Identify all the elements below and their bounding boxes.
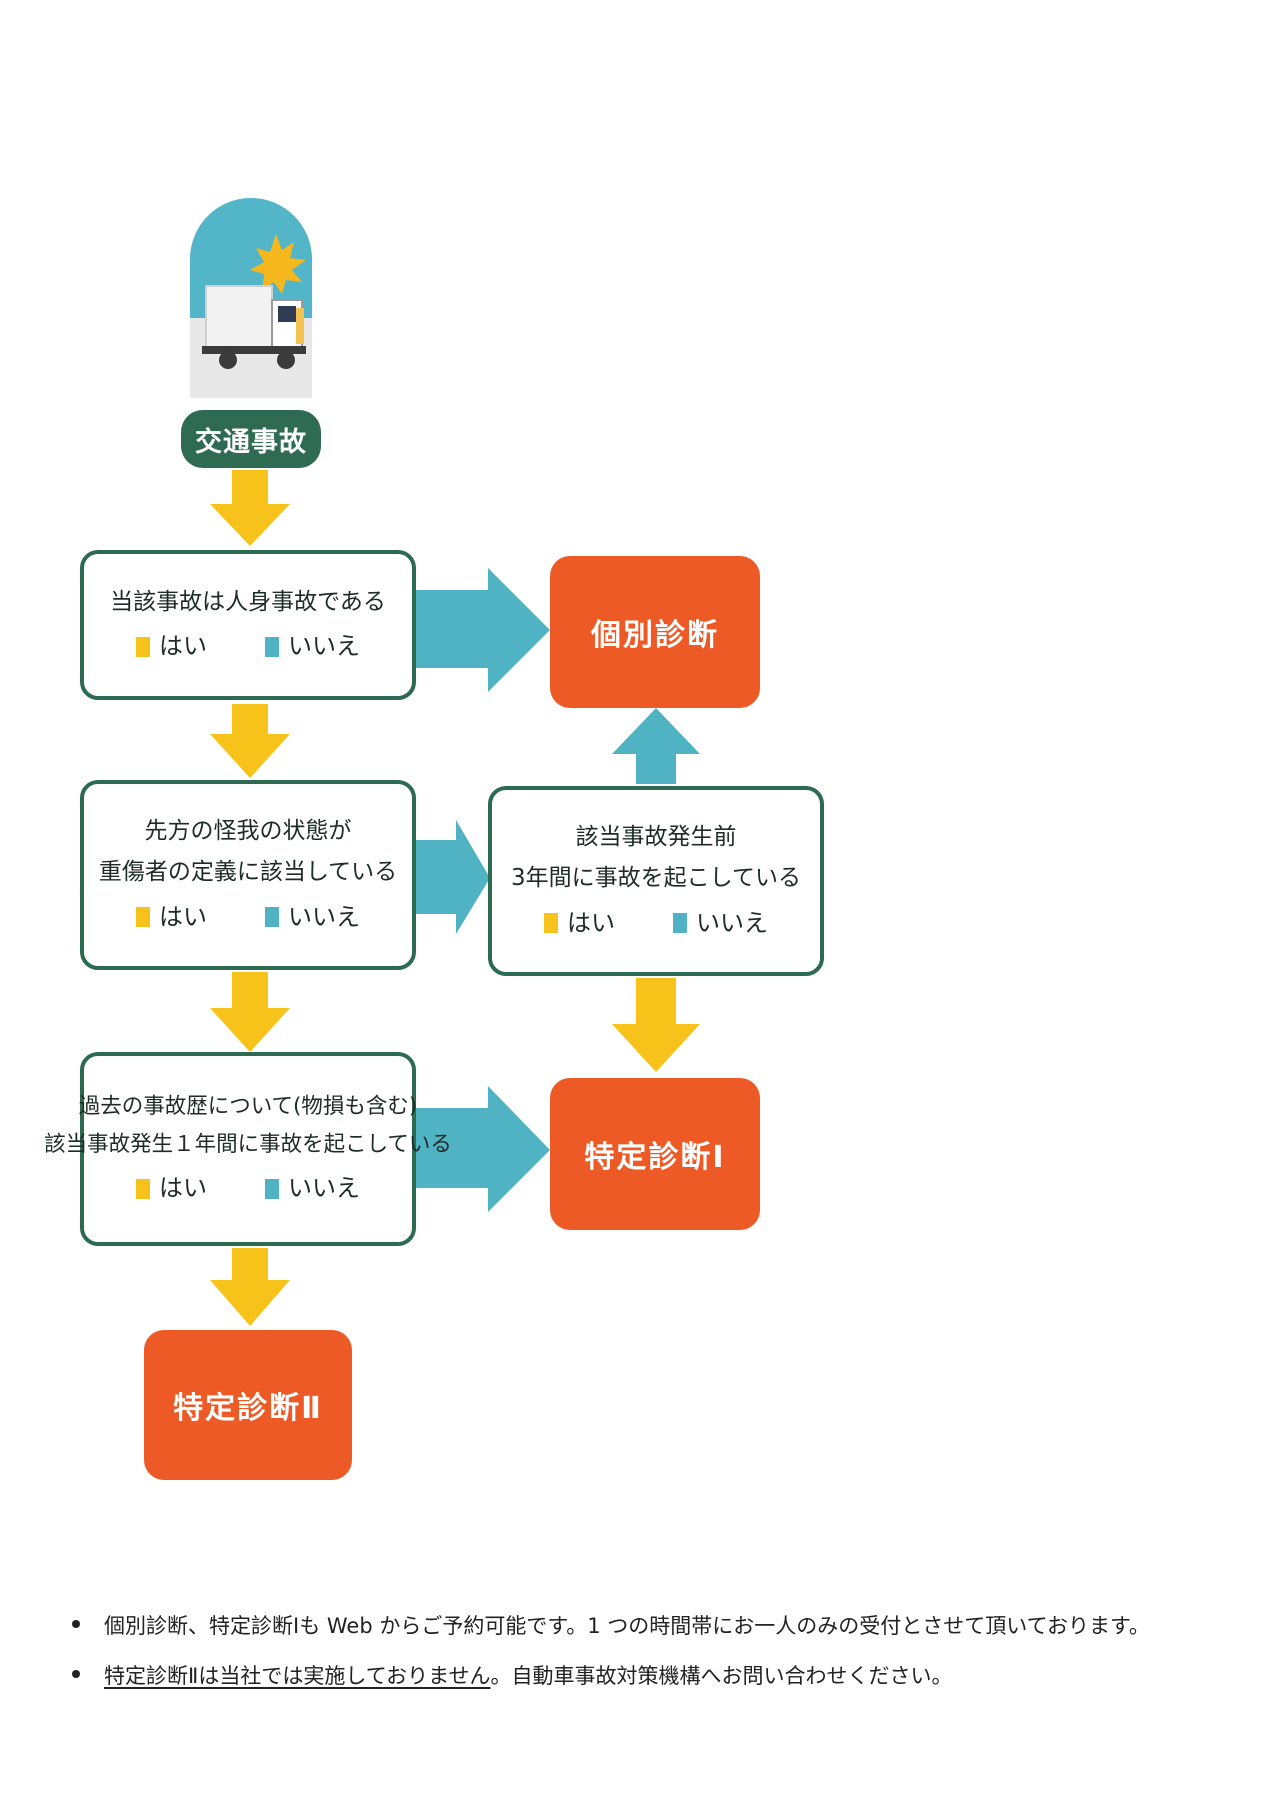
question-text-line1: 先方の怪我の状態が xyxy=(144,818,352,845)
question-one-year-history: 過去の事故歴について(物損も含む) 該当事故発生１年間に事故を起こしている はい… xyxy=(44,1052,452,1246)
no-option: いいえ xyxy=(265,625,360,668)
yes-option: はい xyxy=(136,1167,207,1210)
question-text-line2: 該当事故発生１年間に事故を起こしている xyxy=(44,1132,452,1158)
question-text: 当該事故は人身事故である xyxy=(110,588,386,615)
question-serious-injury: 先方の怪我の状態が 重傷者の定義に該当している はい いいえ xyxy=(80,780,416,970)
note-web-reservation: 個別診断、特定診断Ⅰも Web からご予約可能です。1 つの時間帯にお一人のみの… xyxy=(72,1610,1222,1640)
arrow-q2-yes-to-q3 xyxy=(210,972,290,1052)
result-specific-diagnosis-2: 特定診断Ⅱ xyxy=(144,1330,352,1480)
no-label: いいえ xyxy=(288,1174,360,1203)
question-injury-accident: 当該事故は人身事故である はい いいえ xyxy=(80,550,416,700)
question-text-line1: 該当事故発生前 xyxy=(575,824,737,851)
yes-swatch xyxy=(136,1178,150,1199)
result-specific-diagnosis-1: 特定診断Ⅰ xyxy=(550,1078,760,1230)
yes-label: はい xyxy=(159,902,207,931)
no-label: いいえ xyxy=(288,632,360,661)
no-option: いいえ xyxy=(673,902,768,945)
result-individual-diagnosis: 個別診断 xyxy=(550,556,760,708)
bullet-icon xyxy=(72,1620,80,1628)
truck-illustration xyxy=(190,234,312,398)
yes-label: はい xyxy=(159,632,207,661)
notes: 個別診断、特定診断Ⅰも Web からご予約可能です。1 つの時間帯にお一人のみの… xyxy=(72,1610,1222,1710)
no-swatch xyxy=(673,913,687,934)
no-option: いいえ xyxy=(265,1167,360,1210)
no-label: いいえ xyxy=(288,902,360,931)
yes-label: はい xyxy=(159,1174,207,1203)
arrow-q4-no-to-specific1 xyxy=(612,978,700,1072)
question-text-line2: 3年間に事故を起こしている xyxy=(511,865,801,892)
bullet-icon xyxy=(72,1670,80,1678)
answer-legend: はい いいえ xyxy=(136,896,360,939)
no-swatch xyxy=(265,907,279,928)
note-underlined-text: 特定診断Ⅱは当社では実施しておりません xyxy=(104,1664,491,1688)
arrow-q1-yes-to-q2 xyxy=(210,704,290,778)
note-text: 個別診断、特定診断Ⅰも Web からご予約可能です。1 つの時間帯にお一人のみの… xyxy=(104,1614,1150,1638)
yes-option: はい xyxy=(544,902,615,945)
question-text-line2: 重傷者の定義に該当している xyxy=(98,859,398,886)
yes-swatch xyxy=(136,907,150,928)
answer-legend: はい いいえ xyxy=(136,625,360,668)
arrow-q2-no-to-q4 xyxy=(416,820,490,934)
arrow-q3-yes-to-specific2 xyxy=(210,1248,290,1326)
note-text: 。自動車事故対策機構へお問い合わせください。 xyxy=(490,1664,953,1688)
answer-legend: はい いいえ xyxy=(544,902,768,945)
note-specific-2-info: 特定診断Ⅱは当社では実施しておりません。自動車事故対策機構へお問い合わせください… xyxy=(72,1660,1222,1690)
answer-legend: はい いいえ xyxy=(136,1167,360,1210)
yes-label: はい xyxy=(567,908,615,937)
question-text-line1: 過去の事故歴について(物損も含む) xyxy=(78,1093,418,1119)
truck-accident-icon xyxy=(190,198,312,398)
yes-swatch xyxy=(544,913,558,934)
no-swatch xyxy=(265,1178,279,1199)
no-option: いいえ xyxy=(265,896,360,939)
no-label: いいえ xyxy=(696,908,768,937)
yes-swatch xyxy=(136,636,150,657)
arrow-start-to-q1 xyxy=(210,470,290,546)
arrow-q4-yes-to-individual xyxy=(612,708,700,784)
start-label: 交通事故 xyxy=(181,410,321,468)
question-three-year-history: 該当事故発生前 3年間に事故を起こしている はい いいえ xyxy=(488,786,824,976)
yes-option: はい xyxy=(136,625,207,668)
yes-option: はい xyxy=(136,896,207,939)
arrow-q1-no-to-individual xyxy=(416,568,550,692)
no-swatch xyxy=(265,636,279,657)
